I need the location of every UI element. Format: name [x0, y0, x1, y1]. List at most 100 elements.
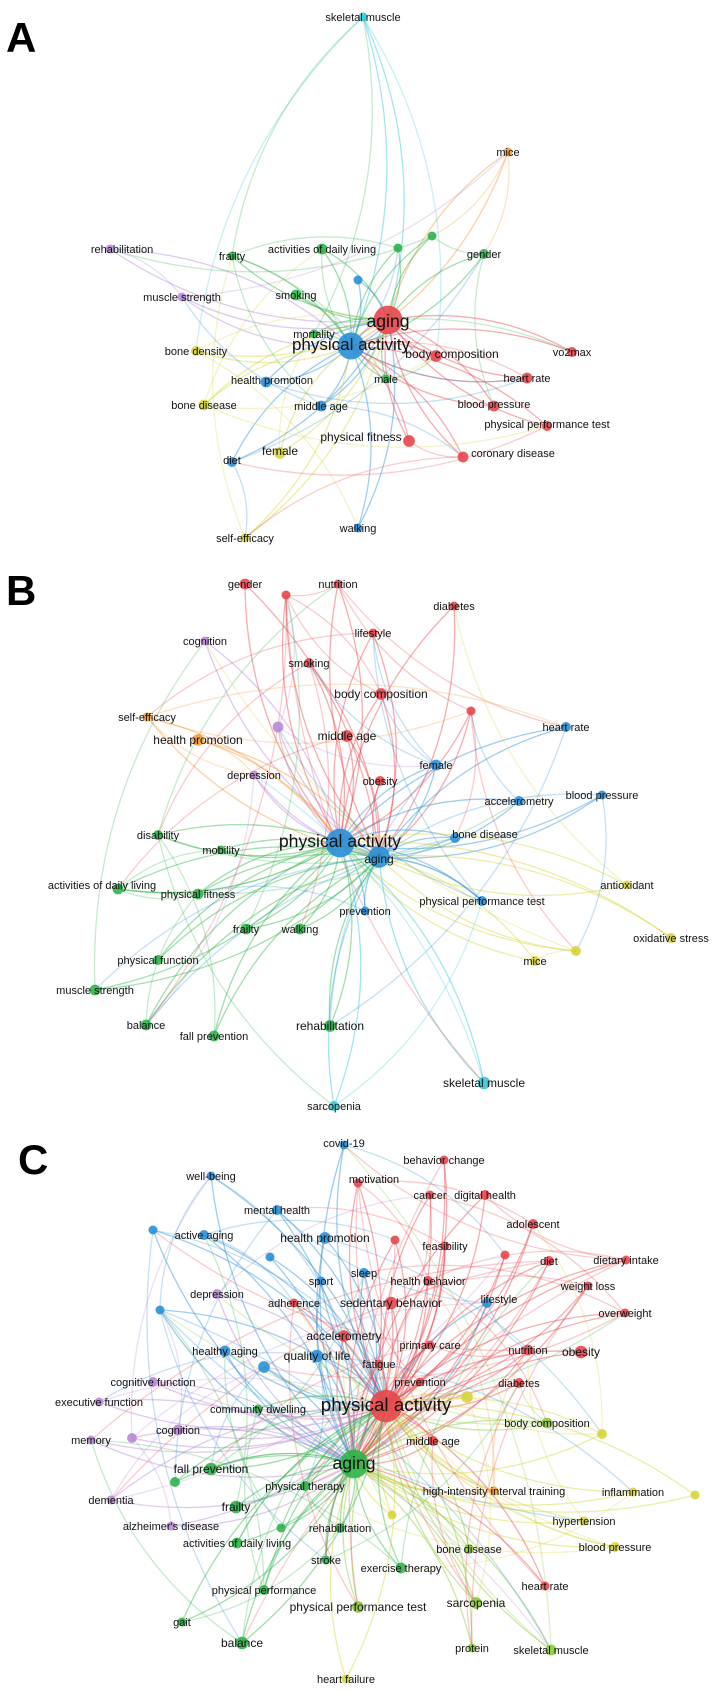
cooccurrence-link — [378, 794, 603, 859]
cooccurrence-link — [117, 842, 341, 894]
cooccurrence-link — [220, 838, 380, 858]
cooccurrence-link — [203, 1234, 355, 1465]
keyword-node-physical-performance-test — [477, 896, 487, 906]
keyword-node-n-y2 — [597, 1429, 607, 1439]
keyword-label-heart-failure: heart failure — [317, 1674, 375, 1686]
cooccurrence-link — [324, 1237, 387, 1407]
cooccurrence-link — [159, 1309, 552, 1651]
cooccurrence-link — [277, 726, 341, 844]
keyword-label-dementia: dementia — [88, 1495, 134, 1507]
keyword-label-executive-function: executive function — [55, 1397, 143, 1409]
keyword-label-mental-health: mental health — [244, 1205, 310, 1217]
cooccurrence-link — [357, 319, 396, 529]
cooccurrence-link — [429, 1194, 626, 1314]
keyword-node-n-r2 — [466, 706, 476, 716]
cooccurrence-link — [265, 377, 528, 405]
keyword-node-physical-therapy — [300, 1481, 310, 1491]
keyword-node-n-p1 — [127, 1433, 137, 1443]
keyword-node-n-y3 — [690, 1490, 700, 1500]
cooccurrence-link — [117, 800, 520, 896]
keyword-node-dietary-intake — [621, 1255, 631, 1265]
keyword-node-walking — [294, 923, 306, 935]
cooccurrence-link — [329, 583, 380, 858]
cooccurrence-link — [353, 1463, 477, 1604]
keyword-label-prevention: prevention — [339, 906, 390, 918]
cooccurrence-link — [195, 16, 364, 352]
keyword-node-adolescent — [528, 1219, 538, 1229]
cooccurrence-link — [152, 1381, 387, 1418]
cooccurrence-link — [145, 893, 199, 1026]
keyword-label-skeletal-muscle: skeletal muscle — [443, 1076, 525, 1090]
cooccurrence-link — [203, 1234, 295, 1304]
cooccurrence-link — [339, 842, 485, 1084]
cooccurrence-link — [94, 856, 380, 991]
cooccurrence-link — [378, 1194, 432, 1365]
cooccurrence-link — [357, 1180, 534, 1225]
keyword-label-balance: balance — [127, 1020, 166, 1032]
keyword-label-adolescent: adolescent — [506, 1219, 559, 1231]
cooccurrence-link — [532, 1223, 603, 1435]
keyword-label-physical-performance-test: physical performance test — [419, 896, 544, 908]
cooccurrence-link — [320, 405, 464, 458]
keyword-label-rehabilitation: rehabilitation — [309, 1523, 371, 1535]
cooccurrence-link — [353, 1302, 394, 1465]
cooccurrence-link — [363, 1264, 626, 1314]
cooccurrence-link — [427, 1250, 627, 1282]
cooccurrence-link — [195, 345, 352, 364]
keyword-label-diet: diet — [223, 455, 241, 467]
cooccurrence-link — [231, 253, 485, 463]
keyword-node-motivation — [353, 1178, 363, 1188]
keyword-label-middle-age: middle age — [294, 401, 348, 413]
keyword-node-physical-performance-test — [542, 421, 552, 431]
cooccurrence-link — [385, 1194, 486, 1407]
cooccurrence-link — [339, 842, 577, 952]
cooccurrence-link — [320, 1280, 387, 1407]
cooccurrence-link — [269, 1256, 355, 1465]
keyword-node-blood-pressure — [488, 400, 500, 412]
cooccurrence-link — [152, 1229, 355, 1465]
keyword-node-aging — [368, 846, 390, 868]
keyword-node-blood-pressure — [610, 1542, 620, 1552]
cooccurrence-link — [353, 1349, 529, 1465]
keyword-node-aging — [373, 305, 403, 335]
cooccurrence-link — [130, 1175, 212, 1439]
keyword-label-coronary-disease: coronary disease — [471, 448, 555, 460]
cooccurrence-link — [431, 151, 509, 237]
cooccurrence-link — [339, 710, 472, 844]
cooccurrence-link — [203, 404, 548, 448]
cooccurrence-link — [353, 1463, 634, 1506]
cooccurrence-link — [427, 1280, 495, 1492]
keyword-node-obesity — [574, 1345, 588, 1359]
keyword-label-antioxidant: antioxidant — [600, 880, 653, 892]
cooccurrence-link — [313, 16, 373, 335]
cooccurrence-link — [285, 594, 382, 695]
cooccurrence-link — [145, 842, 341, 1026]
cooccurrence-link — [231, 255, 352, 347]
cooccurrence-link — [276, 1206, 446, 1247]
keyword-label-behavior-change: behavior change — [403, 1155, 484, 1167]
cooccurrence-link — [157, 583, 339, 836]
keyword-label-self-efficacy: self-efficacy — [216, 533, 274, 545]
keyword-node-n-y4 — [387, 1510, 397, 1520]
panel-a-nodes: skeletal musclemicerehabilitationfrailty… — [91, 12, 610, 545]
keyword-label-cognitive-function: cognitive function — [111, 1377, 196, 1389]
cooccurrence-link — [353, 1259, 627, 1465]
cooccurrence-link — [381, 1194, 431, 1407]
cooccurrence-link — [308, 662, 437, 766]
cooccurrence-link — [390, 1275, 589, 1304]
cooccurrence-link — [378, 856, 536, 962]
keyword-label-adherence: adherence — [268, 1298, 320, 1310]
cooccurrence-link — [299, 662, 330, 930]
keyword-node-alzheimers — [166, 1521, 176, 1531]
keyword-node-sarcopenia — [470, 1597, 482, 1609]
cooccurrence-link — [131, 1302, 488, 1439]
cooccurrence-link — [216, 1293, 387, 1407]
keyword-label-self-efficacy: self-efficacy — [118, 712, 176, 724]
cooccurrence-link — [278, 333, 315, 454]
cooccurrence-link — [339, 841, 672, 939]
cooccurrence-link — [159, 1309, 327, 1561]
cooccurrence-link — [353, 1351, 582, 1465]
keyword-node-gender — [479, 249, 489, 259]
keyword-node-n-b2 — [265, 1252, 275, 1262]
